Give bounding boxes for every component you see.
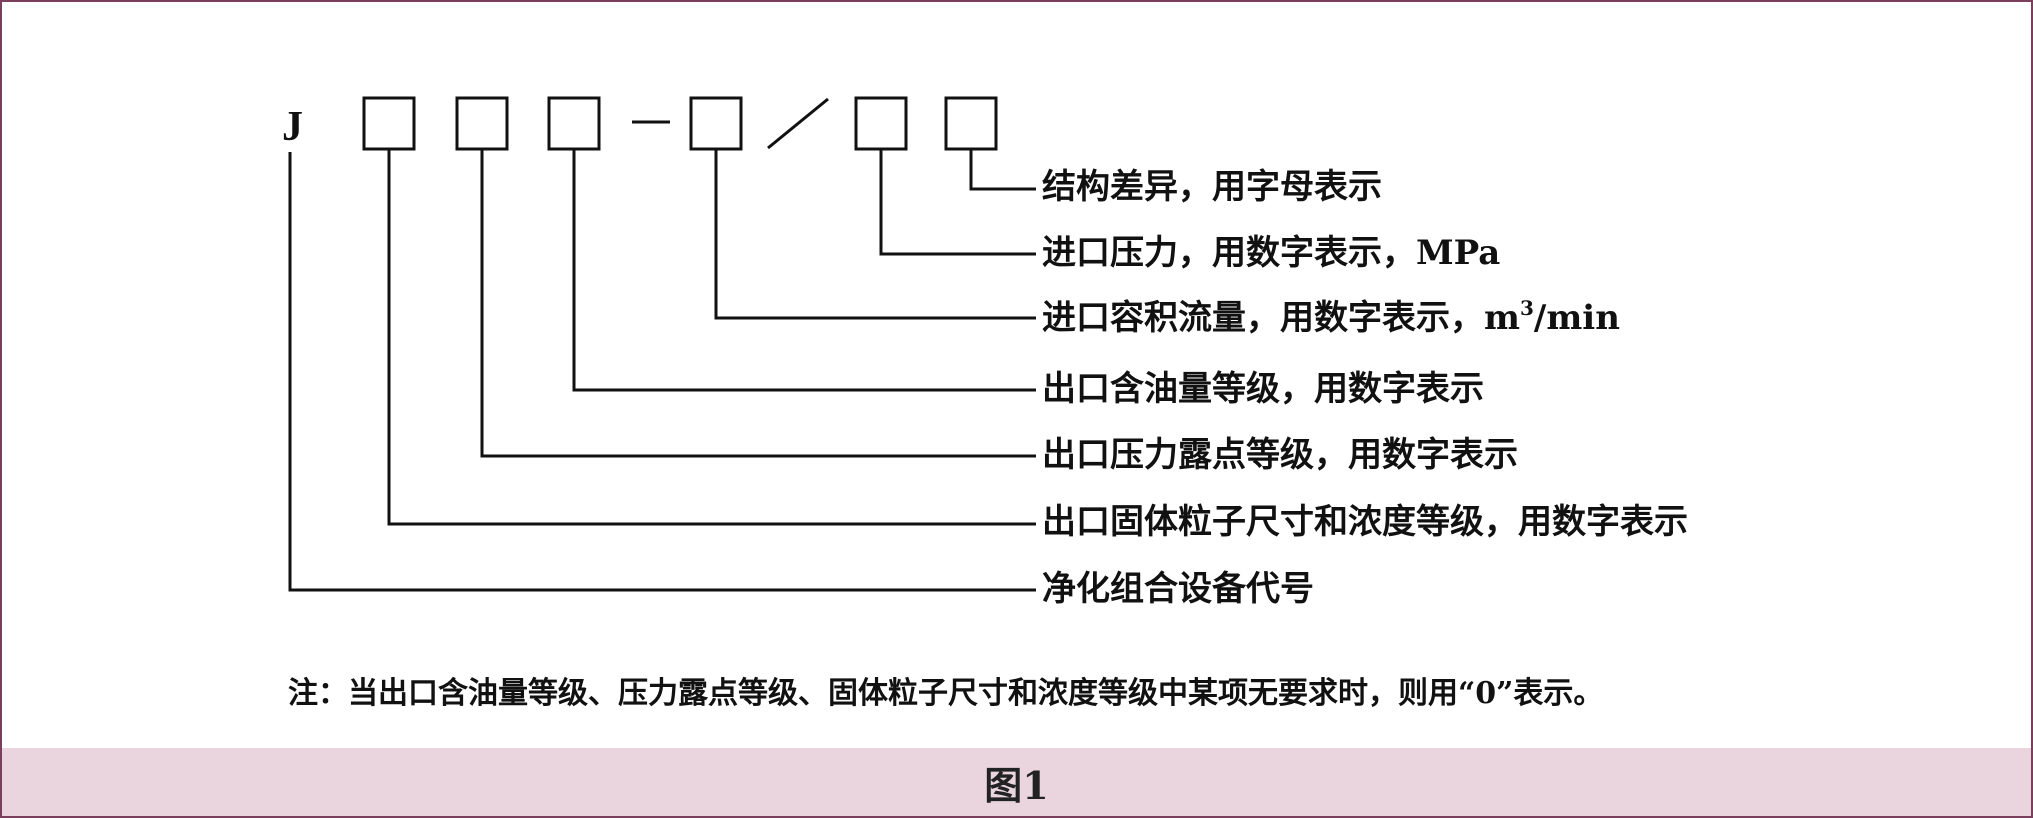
label-flow-superscript: 3 xyxy=(1520,296,1534,320)
code-box-structure xyxy=(944,96,998,151)
code-box-pressure xyxy=(854,96,908,151)
model-code-diagram: J 结构差异，用字母表示 进口压力，用数字表示，MPa 进口容积流量，用数字表示… xyxy=(282,96,1688,609)
code-box-flow xyxy=(689,96,743,151)
slash-separator xyxy=(767,97,829,150)
footnote: 注：当出口含油量等级、压力露点等级、固体粒子尺寸和浓度等级中某项无要求时，则用“… xyxy=(288,676,1604,711)
leader-particle xyxy=(387,149,1036,526)
leader-device-code xyxy=(288,152,1036,592)
label-oil-grade: 出口含油量等级，用数字表示 xyxy=(1042,369,1484,409)
leader-flow xyxy=(714,149,1036,320)
label-structure: 结构差异，用字母表示 xyxy=(1042,167,1382,207)
code-box-particle xyxy=(362,96,416,151)
label-inlet-pressure: 进口压力，用数字表示，MPa xyxy=(1042,233,1500,273)
leader-dew-point xyxy=(480,149,1036,458)
caption-bar: 图1 xyxy=(2,748,2031,816)
label-particle: 出口固体粒子尺寸和浓度等级，用数字表示 xyxy=(1042,502,1688,542)
leader-inlet-pressure xyxy=(879,149,1036,256)
code-box-dew-point xyxy=(455,96,509,151)
leader-oil-grade xyxy=(572,149,1036,392)
label-device-code: 净化组合设备代号 xyxy=(1042,569,1314,609)
prefix-letter: J xyxy=(282,104,303,150)
leader-structure xyxy=(969,149,1036,191)
label-flow-unit: /min xyxy=(1534,298,1620,338)
code-box-oil-grade xyxy=(547,96,601,151)
label-flow: 进口容积流量，用数字表示，m3/min xyxy=(1042,296,1620,338)
figure-caption: 图1 xyxy=(984,762,1049,808)
label-flow-main: 进口容积流量，用数字表示，m xyxy=(1042,298,1520,338)
label-dew-point: 出口压力露点等级，用数字表示 xyxy=(1042,435,1518,475)
